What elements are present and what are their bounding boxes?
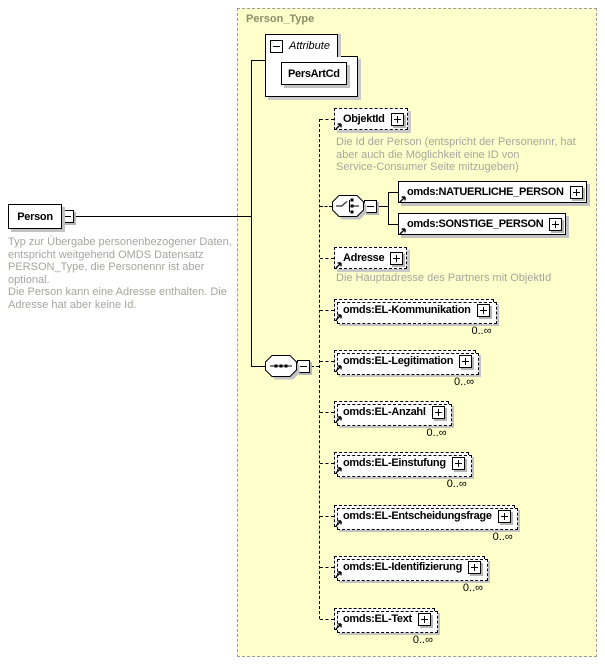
northeast-arrow-icon (335, 416, 342, 423)
element-el-text[interactable]: omds:EL-Text 0..∞ (334, 608, 438, 646)
northeast-arrow-icon (399, 228, 406, 235)
plus-icon[interactable] (497, 509, 511, 523)
occurrence-label: 0..∞ (492, 531, 513, 543)
northeast-arrow-icon (335, 262, 342, 269)
element-adresse[interactable]: Adresse (334, 247, 408, 269)
element-el-anzahl[interactable]: omds:EL-Anzahl 0..∞ (334, 401, 452, 439)
connector-line (320, 206, 332, 207)
northeast-arrow-icon (399, 196, 406, 203)
choice-connector-icon (332, 195, 367, 220)
occurrence-label: 0..∞ (462, 582, 483, 594)
connector-line (320, 516, 334, 517)
connector-line (320, 258, 334, 259)
plus-icon[interactable] (476, 303, 490, 317)
attribute-section: Attribute (265, 34, 338, 57)
plus-icon[interactable] (417, 612, 431, 626)
element-label: omds:EL-Einstufung (343, 457, 446, 469)
element-description: Die Hauptadresse des Partners mit Objekt… (336, 272, 552, 284)
connector-trunk (319, 119, 320, 619)
northeast-arrow-icon (335, 623, 342, 630)
occurrence-label: 0..∞ (412, 634, 433, 646)
plus-icon[interactable] (451, 456, 465, 470)
attribute-section-label: Attribute (289, 40, 330, 52)
element-description: Typ zur Übergabe personenbezogener Daten… (8, 236, 232, 311)
northeast-arrow-icon (335, 571, 342, 578)
element-el-legitimation[interactable]: omds:EL-Legitimation 0..∞ (334, 350, 480, 388)
element-objektid[interactable]: ObjektId (334, 108, 408, 130)
plus-icon[interactable] (467, 560, 481, 574)
northeast-arrow-icon (335, 123, 342, 130)
plus-icon[interactable] (390, 251, 404, 265)
element-label: Adresse (343, 252, 385, 264)
plus-icon[interactable] (549, 217, 563, 231)
connector-line (388, 192, 389, 225)
connector-line (388, 192, 398, 193)
element-label: omds:EL-Kommunikation (343, 304, 471, 316)
element-el-entscheidungsfrage[interactable]: omds:EL-Entscheidungsfrage 0..∞ (334, 505, 518, 543)
element-label: omds:EL-Identifizierung (343, 561, 462, 573)
connector-line (320, 412, 334, 413)
element-label: omds:EL-Anzahl (343, 406, 426, 418)
plus-icon[interactable] (390, 112, 404, 126)
element-natuerliche-person[interactable]: omds:NATUERLICHE_PERSON (398, 181, 587, 203)
northeast-arrow-icon (335, 467, 342, 474)
connector-line (379, 206, 388, 207)
plus-icon[interactable] (459, 354, 473, 368)
element-sonstige-person[interactable]: omds:SONSTIGE_PERSON (398, 213, 567, 235)
occurrence-label: 0..∞ (446, 478, 467, 490)
element-label: ObjektId (343, 113, 385, 125)
northeast-arrow-icon (335, 314, 342, 321)
person-type-title: Person_Type (246, 13, 315, 25)
attribute-persartcd[interactable]: PersArtCd (281, 62, 347, 85)
element-el-kommunikation[interactable]: omds:EL-Kommunikation 0..∞ (334, 299, 497, 337)
plus-icon[interactable] (569, 185, 583, 199)
connector-line (388, 224, 398, 225)
connector-line (251, 60, 252, 366)
plus-icon[interactable] (431, 405, 445, 419)
minus-icon[interactable] (61, 210, 74, 223)
connector-line (320, 119, 334, 120)
element-el-einstufung[interactable]: omds:EL-Einstufung 0..∞ (334, 452, 472, 490)
connector-line (311, 366, 319, 367)
occurrence-label: 0..∞ (454, 376, 475, 388)
element-person[interactable]: Person (8, 204, 62, 229)
northeast-arrow-icon (335, 365, 342, 372)
connector-line (320, 310, 334, 311)
element-label: omds:EL-Legitimation (343, 355, 454, 367)
minus-icon[interactable] (270, 39, 283, 53)
element-label: omds:SONSTIGE_PERSON (407, 218, 544, 230)
northeast-arrow-icon (335, 520, 342, 527)
connector-line (320, 619, 334, 620)
connector-line (251, 366, 265, 367)
occurrence-label: 0..∞ (426, 427, 447, 439)
person-type-panel (237, 8, 597, 657)
element-label: omds:EL-Text (343, 613, 412, 625)
connector-line (320, 463, 334, 464)
attribute-label: PersArtCd (288, 67, 340, 80)
occurrence-label: 0..∞ (471, 325, 492, 337)
connector-line (320, 361, 334, 362)
connector-line (76, 216, 251, 217)
element-label: Person (17, 210, 53, 223)
sequence-connector-icon (265, 355, 300, 380)
element-el-identifizierung[interactable]: omds:EL-Identifizierung 0..∞ (334, 556, 488, 594)
element-description: Die Id der Person (entspricht der Person… (336, 136, 576, 173)
connector-line (251, 60, 265, 61)
element-label: omds:EL-Entscheidungsfrage (343, 510, 492, 522)
connector-line (320, 567, 334, 568)
element-label: omds:NATUERLICHE_PERSON (407, 186, 564, 198)
